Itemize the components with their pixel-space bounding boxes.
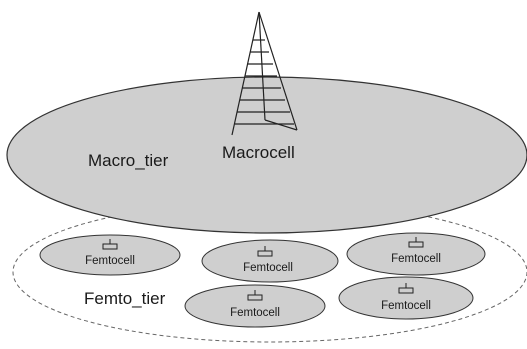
femtocell-2-coverage bbox=[201, 239, 339, 283]
femtocell-1-antenna-icon bbox=[102, 239, 118, 250]
femtocell-5-antenna-icon bbox=[398, 283, 414, 294]
femtocell-3-coverage bbox=[346, 232, 486, 276]
femtocell-2-antenna-icon bbox=[257, 246, 273, 257]
macro-tier-plane bbox=[6, 76, 527, 234]
femtocell-3-antenna-icon bbox=[408, 237, 424, 248]
femtocell-5-label: Femtocell bbox=[381, 300, 431, 312]
femtocell-5: Femtocell bbox=[338, 276, 474, 320]
macrocell-tower-icon bbox=[231, 11, 298, 136]
femtocell-3-label: Femtocell bbox=[391, 253, 441, 265]
femtocell-2-label: Femtocell bbox=[243, 262, 293, 274]
macro-tier-label: Macro_tier bbox=[88, 151, 169, 170]
femtocell-3: Femtocell bbox=[346, 232, 486, 276]
femtocell-4-label: Femtocell bbox=[230, 307, 280, 319]
femtocell-5-coverage bbox=[338, 276, 474, 320]
femtocell-1-coverage bbox=[39, 234, 181, 276]
femto-tier-label: Femto_tier bbox=[84, 289, 166, 308]
femtocell-2: Femtocell bbox=[201, 239, 339, 283]
femtocell-4-antenna-icon bbox=[247, 290, 263, 301]
femtocell-4-coverage bbox=[184, 284, 326, 328]
macrocell-label: Macrocell bbox=[222, 143, 295, 162]
femtocell-1-label: Femtocell bbox=[85, 255, 135, 267]
femtocell-4: Femtocell bbox=[184, 284, 326, 328]
femtocell-1: Femtocell bbox=[39, 234, 181, 276]
